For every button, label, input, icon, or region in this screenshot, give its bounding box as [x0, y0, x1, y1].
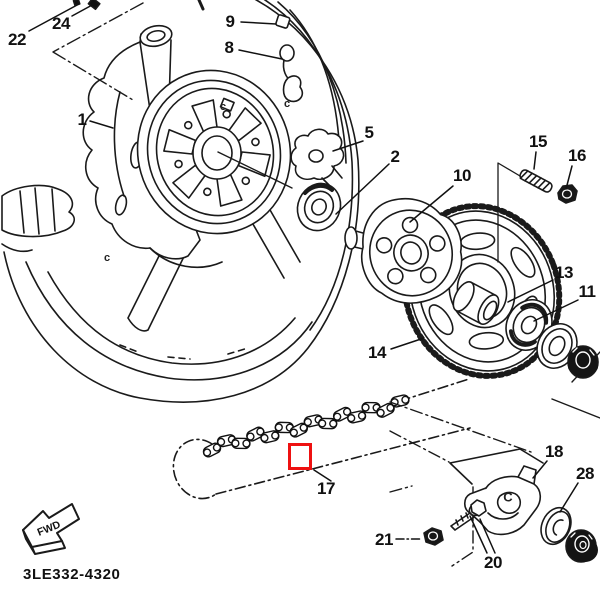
- part-callout-20: 20: [484, 553, 502, 572]
- leader-line-14: [390, 337, 425, 350]
- adjuster-drawing: [389, 401, 598, 567]
- part-callout-10: 10: [453, 166, 471, 185]
- part-callout-2: 2: [390, 147, 400, 166]
- fwd-direction-icon: FWD: [22, 503, 80, 555]
- leader-line-20: [479, 518, 496, 554]
- valve-stem-part: [279, 44, 304, 103]
- part-callout-15: 15: [529, 132, 547, 151]
- part-callout-22: 22: [8, 30, 26, 49]
- part-callout-17: 17: [317, 479, 335, 498]
- leader-line-10: [409, 185, 454, 223]
- leader-line-16: [565, 165, 573, 190]
- chain-link: [376, 402, 395, 418]
- leader-line-17: [313, 469, 332, 482]
- drive-flange-part-10: [361, 197, 463, 304]
- chain-link: [347, 410, 367, 424]
- part-callout-11: 11: [578, 282, 596, 301]
- part-callout-5: 5: [364, 123, 374, 142]
- stray-mark: c: [283, 98, 291, 110]
- washer-part-28: [540, 506, 572, 546]
- part-callout-28: 28: [576, 464, 594, 483]
- leader-line-9: [240, 21, 277, 25]
- hub-nut-part: [567, 345, 599, 379]
- leader-line-22: [28, 3, 80, 32]
- part-callout-13: 13: [555, 263, 573, 282]
- axle-nut-part: [565, 529, 598, 563]
- sprocket-drawing: [344, 162, 599, 379]
- chain-drawing: [172, 378, 471, 500]
- part-callout-21: 21: [375, 530, 393, 549]
- leader-line-1: [89, 120, 114, 129]
- leader-line-28: [559, 482, 579, 513]
- leader-line-15: [533, 151, 537, 170]
- leader-line-18: [532, 460, 548, 479]
- part-callout-1: 1: [77, 110, 87, 129]
- adjuster-bolt-part-20: [450, 499, 487, 531]
- stray-mark: c: [103, 252, 111, 264]
- highlight-box: [288, 443, 312, 470]
- part-callout-24: 24: [52, 14, 70, 33]
- catalog-part-code: 3LE332-4320: [23, 566, 121, 583]
- part-callout-18: 18: [545, 442, 563, 461]
- chain-link: [317, 417, 338, 430]
- leader-line-8: [238, 49, 283, 60]
- rear-wheel-drawing: [1, 0, 360, 403]
- leader-line-20: [469, 515, 488, 554]
- leader-line-5: [332, 140, 364, 152]
- stray-mark: C: [503, 489, 513, 505]
- chain-link: [260, 430, 280, 444]
- part-callout-8: 8: [224, 38, 234, 57]
- leader-line-11: [533, 299, 579, 322]
- leader-line-13: [507, 279, 554, 303]
- leader-line-24: [71, 3, 95, 17]
- lock-nut-part-21: [423, 527, 444, 546]
- part-callout-14: 14: [368, 343, 386, 362]
- valve-cap-part: [275, 14, 291, 29]
- spacer-collar-part-13: [452, 281, 500, 325]
- stud-part-15: [519, 169, 553, 193]
- leader-line-2: [335, 163, 390, 215]
- bearing-part-2: [296, 182, 342, 232]
- chain-link: [246, 426, 265, 442]
- hub-drawing: [82, 24, 292, 268]
- nut-part-16: [557, 184, 578, 204]
- part-callout-9: 9: [225, 12, 235, 31]
- stray-mark: c: [219, 101, 227, 113]
- chain-link: [231, 437, 251, 450]
- part-callout-16: 16: [568, 146, 586, 165]
